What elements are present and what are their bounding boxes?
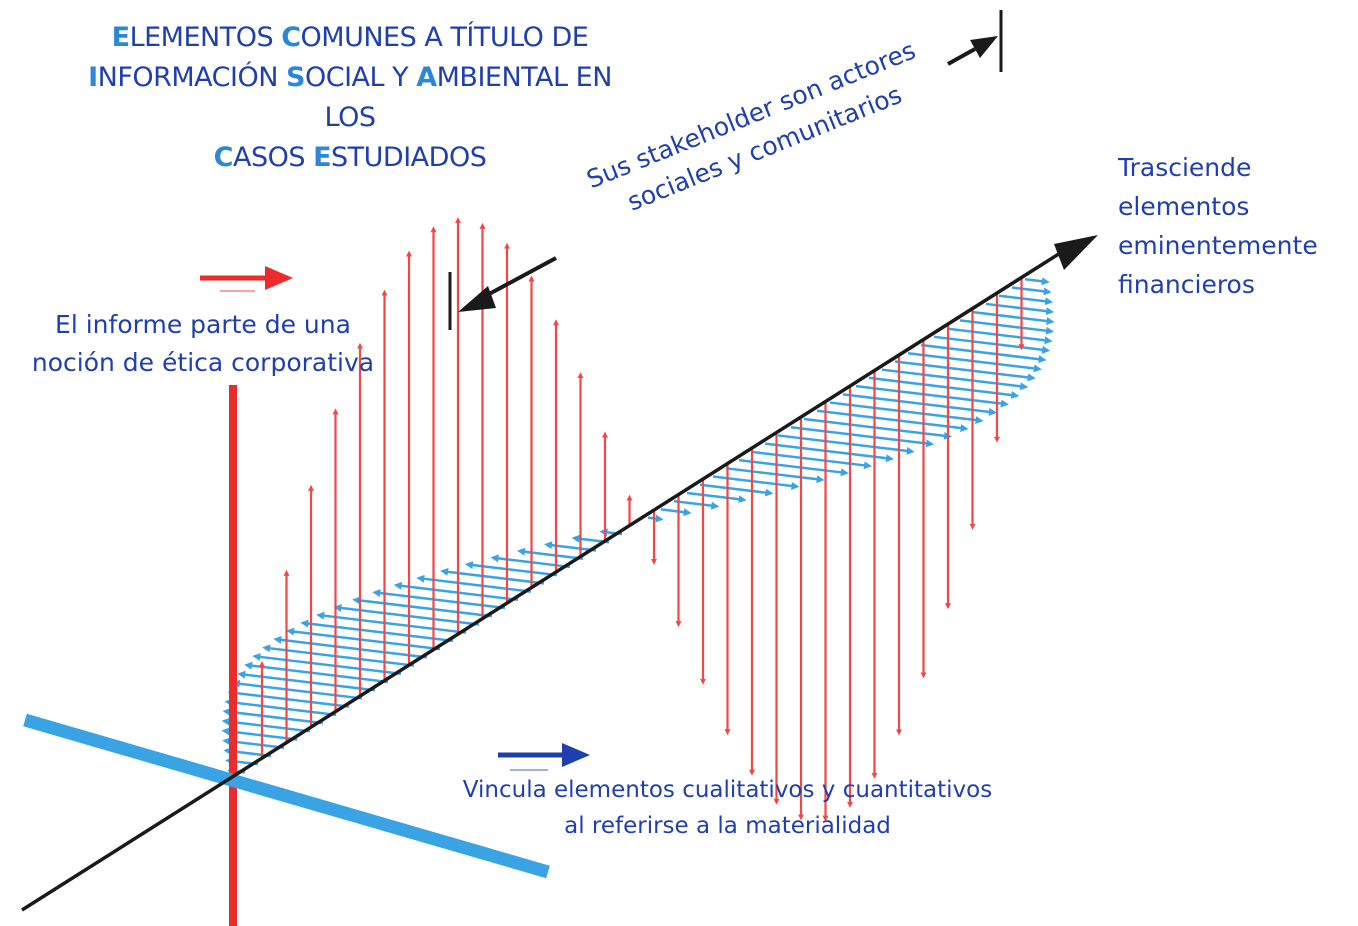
title-line-2: INFORMACIÓN SOCIAL Y AMBIENTAL EN LOS [60, 58, 640, 138]
blue-field-arrow [738, 458, 849, 477]
blue-field-arrow [221, 717, 311, 733]
blue-field-arrow [894, 360, 1036, 382]
title-text: MBIENTAL EN LOS [324, 62, 613, 133]
blue-field-arrow [699, 483, 774, 497]
title-text: LEMENTOS [129, 22, 282, 53]
title-initial: C [281, 22, 301, 53]
red-field-legend-arrow [200, 266, 293, 292]
bottom-label: Vincula elementos cualitativos y cuantit… [455, 772, 1000, 844]
blue-field-arrow [751, 450, 872, 470]
blue-field-arrow [985, 302, 1055, 316]
blue-transverse-axis [23, 713, 550, 879]
blue-field-arrow [316, 611, 467, 634]
blue-field-arrow [829, 401, 984, 425]
title-text: NFORMACIÓN [97, 62, 287, 93]
right-label: Trasciende elementos eminentemente finan… [1118, 148, 1353, 304]
blue-field-legend-arrow [498, 743, 590, 771]
title-line-1: ELEMENTOS COMUNES A TÍTULO DE [60, 18, 640, 58]
blue-field-arrow [1024, 277, 1050, 286]
blue-field-arrow [222, 708, 324, 725]
left-label-line-2: noción de ética corporativa [31, 348, 375, 377]
red-field-arrows [259, 217, 1025, 822]
blue-field-arrow [868, 376, 1020, 399]
propagation-axis [21, 248, 1066, 912]
blue-field-arrow [416, 574, 532, 593]
title-text: OCIAL Y [304, 62, 417, 93]
left-label: El informe parte de una noción de ética … [18, 306, 388, 382]
blue-field-arrow [440, 567, 545, 585]
blue-field-arrows [221, 277, 1055, 776]
blue-field-arrow [231, 679, 363, 700]
blue-field-arrow [933, 335, 1051, 354]
blue-field-arrow [300, 619, 454, 643]
blue-field-arrow [816, 409, 969, 432]
title-initial: A [416, 62, 437, 93]
bottom-label-line-1: Vincula elementos cualitativos y cuantit… [462, 777, 993, 803]
blue-field-arrow [516, 547, 584, 560]
blue-field-arrow [725, 467, 825, 484]
blue-field-arrow [224, 698, 337, 717]
title-initial: E [111, 22, 130, 53]
blue-field-arrow [998, 294, 1054, 306]
blue-field-arrow [237, 670, 376, 692]
bottom-label-line-2: al referirse a la materialidad [564, 813, 891, 839]
right-label-line-1: Trasciende [1118, 153, 1252, 182]
blue-field-arrow [881, 368, 1029, 391]
blue-field-arrow [227, 689, 350, 708]
blue-field-arrow [842, 393, 997, 416]
blue-field-arrow [686, 491, 747, 504]
blue-field-arrow [920, 343, 1047, 364]
blue-field-arrow [244, 661, 389, 684]
blue-field-arrow [286, 627, 441, 651]
title-initial: E [313, 142, 332, 173]
title-initial: S [286, 62, 305, 93]
blue-field-arrow [673, 499, 720, 510]
title-initial: I [88, 62, 98, 93]
blue-field-arrow [959, 319, 1055, 335]
blue-field-arrow [855, 384, 1009, 408]
title-line-3: CASOS ESTUDIADOS [60, 138, 640, 178]
blue-field-arrow [712, 475, 800, 490]
propagation-axis-arrowhead-icon [1054, 235, 1098, 270]
title-text: STUDIADOS [331, 142, 487, 173]
title-text: OMUNES A TÍTULO DE [300, 22, 589, 53]
title-text: ASOS [232, 142, 314, 173]
right-label-line-3: eminentemente [1118, 231, 1318, 260]
blue-field-arrow [660, 508, 692, 517]
diagram-title: ELEMENTOS COMUNES A TÍTULO DE INFORMACIÓ… [60, 18, 640, 178]
blue-field-arrow [972, 310, 1055, 325]
right-label-line-2: elementos [1118, 192, 1250, 221]
wavelength-span-arrow [448, 10, 1003, 330]
blue-field-arrow [1011, 286, 1052, 296]
title-initial: C [213, 142, 234, 173]
blue-field-arrow [273, 635, 428, 659]
blue-field-arrow [252, 652, 402, 676]
left-label-line-1: El informe parte de una [55, 310, 351, 339]
blue-field-arrow [262, 644, 415, 667]
blue-field-arrow [764, 442, 894, 463]
blue-field-arrow [790, 425, 935, 448]
right-label-line-4: financieros [1118, 270, 1255, 299]
blue-field-arrow [777, 434, 915, 455]
blue-field-arrow [352, 596, 493, 618]
